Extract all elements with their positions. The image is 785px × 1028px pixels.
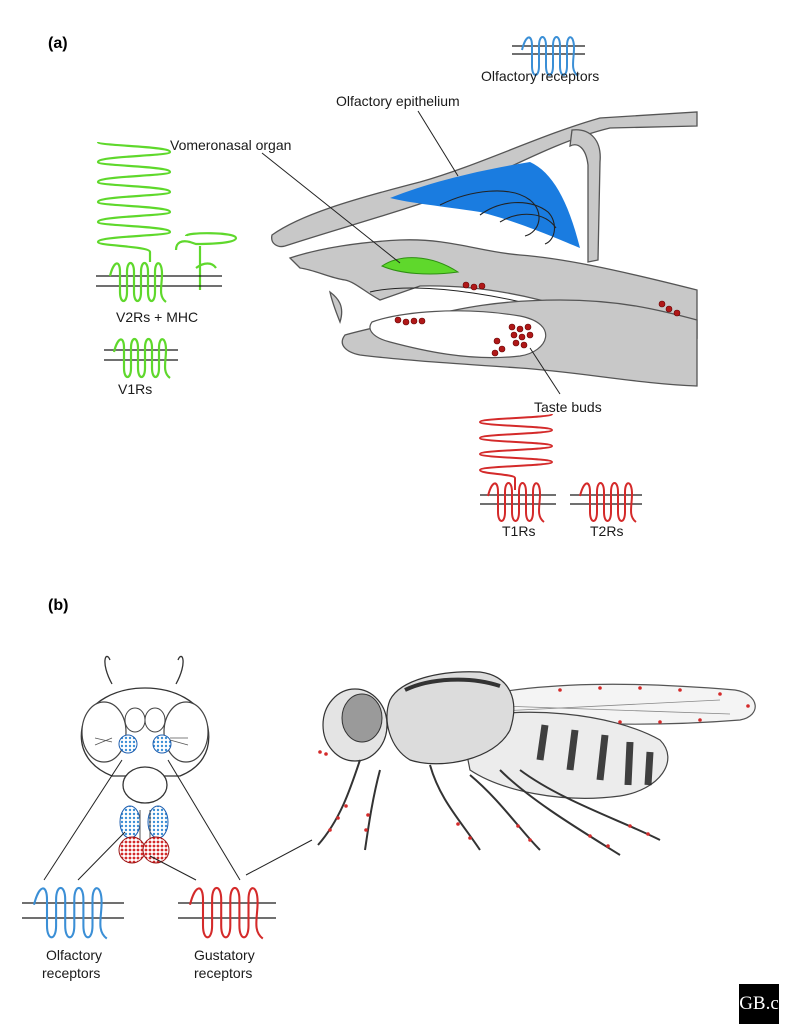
olfactory-receptor-top-icon [512,36,585,77]
leader-olfactory-epithelium [417,110,459,177]
olfactory-epithelium-shape [390,162,580,248]
fly-olfactory-receptors-label-line1: Olfactory [46,947,102,963]
t2r-receptor-icon [570,482,642,523]
fly-gustatory-receptors-label-line1: Gustatory [194,947,255,963]
leader-taste-buds [529,347,561,395]
taste-bud-dots [394,281,681,357]
v2r-membrane [96,275,222,287]
v2rs-mhc-label: V2Rs + MHC [116,309,198,325]
t1r-receptor-icon [478,413,556,523]
v2r-mhc-receptor-icon [96,140,238,290]
fly-receptor-leader-lines [43,759,313,881]
fly-side-view-illustration [317,671,756,856]
fly-olfactory-receptor-icon [22,886,124,940]
taste-buds-label: Taste buds [534,399,602,415]
v2r-7tm-icon [108,261,168,304]
v1rs-label: V1Rs [118,381,152,397]
olfactory-receptors-top-label: Olfactory receptors [481,68,599,84]
t1rs-label: T1Rs [502,523,535,539]
publisher-logo: GB.c [739,984,779,1024]
mouse-skull-illustration [271,111,698,387]
t2rs-label: T2Rs [590,523,623,539]
panel-label-a: (a) [48,35,68,52]
olfactory-epithelium-label: Olfactory epithelium [336,93,460,109]
fly-olfactory-receptors-label-line2: receptors [42,965,100,981]
fly-gustatory-receptors-label-line2: receptors [194,965,252,981]
vomeronasal-organ-shape [380,257,460,275]
turbinate-lines [439,190,557,245]
fly-gustatory-receptor-icon [178,886,276,940]
leader-vomeronasal-organ [261,152,401,264]
fly-head-front-view [80,655,210,864]
v1r-receptor-icon [104,337,178,380]
vomeronasal-organ-label: Vomeronasal organ [170,137,291,153]
panel-label-b: (b) [48,597,68,614]
